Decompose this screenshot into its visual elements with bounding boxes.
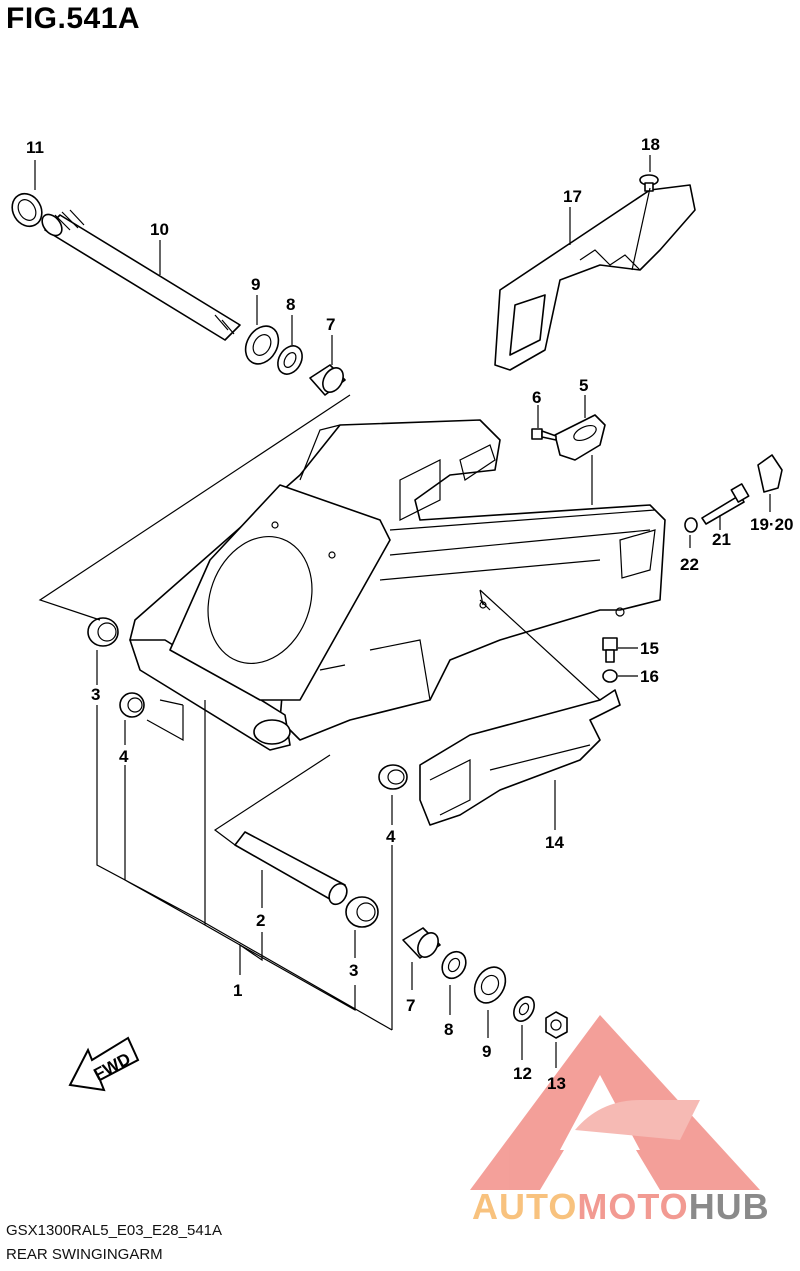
washer-22 [684,517,698,533]
spacer-7-lower [402,927,441,959]
callout-14: 14 [545,833,564,852]
bolt-15 [602,637,618,663]
callout-17: 17 [563,187,582,206]
callout-5: 5 [579,376,588,395]
callout-19-20: 19·20 [750,515,793,534]
oil-seal-9-upper [244,325,280,365]
callout-3-left: 3 [91,685,100,704]
callout-15: 15 [640,639,659,658]
figure-title: FIG.541A [6,2,141,35]
callout-4-right: 4 [386,827,396,846]
spacer-7-upper [309,364,346,396]
pivot-shaft-10 [41,209,241,341]
footer-diagram-code: GSX1300RAL5_E03_E28_541A [6,1222,223,1239]
callout-9-lower: 9 [482,1042,491,1061]
watermark-hub: HUB [688,1186,770,1227]
bolt-21 [701,483,750,525]
callout-8-lower: 8 [444,1020,453,1039]
bracket-5 [554,414,606,461]
chain-guard-14 [419,689,621,826]
callout-4-left: 4 [119,747,129,766]
callout-16: 16 [640,667,659,686]
bearing-3-right [345,896,379,928]
swingarm-body [129,419,666,751]
screw-18 [639,174,659,192]
adjuster-19-20 [757,454,783,493]
callout-7-lower: 7 [406,996,415,1015]
leader-lines [34,155,771,1068]
footer-diagram-name: REAR SWINGINGARM [6,1246,163,1263]
callout-7-upper: 7 [326,315,335,334]
washer-8-lower [441,950,467,980]
callout-9-upper: 9 [251,275,260,294]
callout-6: 6 [532,388,541,407]
callout-22: 22 [680,555,699,574]
callout-labels: 11 10 9 8 7 18 17 5 6 19·20 21 22 15 16 … [26,135,793,1093]
washer-8-upper [277,345,303,375]
fwd-arrow: FWD [68,1036,140,1092]
cap-11 [11,192,43,228]
oil-seal-9-lower [473,966,507,1004]
callout-13: 13 [547,1074,566,1093]
callout-8-upper: 8 [286,295,295,314]
watermark-text: AUTOMOTOHUB [472,1186,770,1228]
bracket-5-hole [573,424,597,442]
callout-18: 18 [641,135,660,154]
watermark-auto: AUTO [472,1186,578,1227]
chain-cover-17 [494,184,696,371]
callout-11: 11 [26,138,44,157]
spacer-2 [234,831,348,906]
bearing-3-left [87,617,119,647]
nut-13 [545,1011,568,1039]
watermark-moto: MOTO [577,1186,689,1227]
callout-1: 1 [233,981,242,1000]
bearing-4-right [378,764,408,790]
callout-2: 2 [256,911,265,930]
callout-3-right: 3 [349,961,358,980]
bolt-6 [531,428,557,441]
callout-12: 12 [513,1064,532,1083]
bearing-4-left [119,692,145,718]
watermark-logo [470,1015,760,1190]
washer-12 [513,996,535,1022]
nut-16 [602,669,618,683]
callout-21: 21 [712,530,731,549]
callout-10: 10 [150,220,169,239]
